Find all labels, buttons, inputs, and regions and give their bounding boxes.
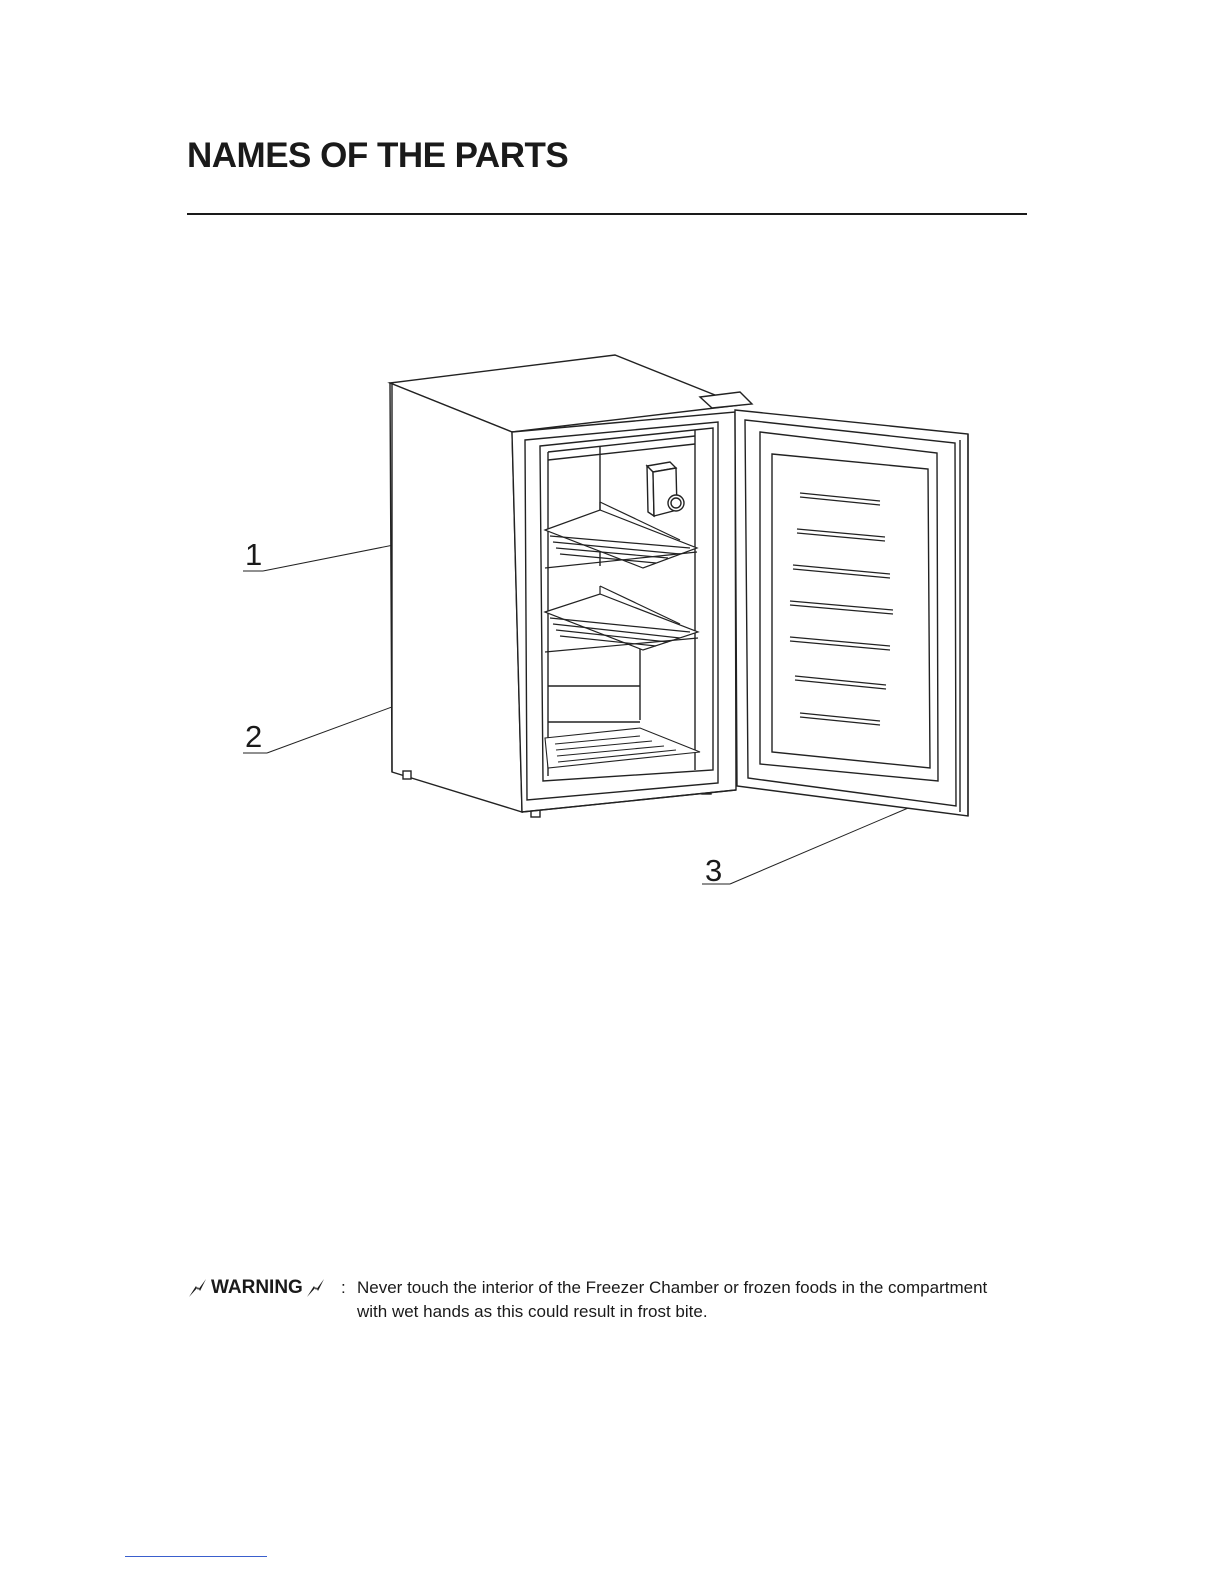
refrigerator-diagram	[230, 345, 990, 905]
door-assembly	[735, 410, 968, 816]
cabinet-body	[390, 355, 752, 817]
lightning-bolt-icon	[305, 1278, 327, 1298]
warning-label: WARNING	[187, 1276, 327, 1300]
footer-link-underline[interactable]	[125, 1556, 267, 1557]
warning-label-text: WARNING	[211, 1276, 303, 1300]
warning-text: Never touch the interior of the Freezer …	[357, 1276, 997, 1324]
page-title: NAMES OF THE PARTS	[187, 136, 568, 176]
lightning-bolt-icon	[187, 1278, 209, 1298]
warning-separator: :	[341, 1276, 346, 1300]
title-divider	[187, 213, 1027, 215]
